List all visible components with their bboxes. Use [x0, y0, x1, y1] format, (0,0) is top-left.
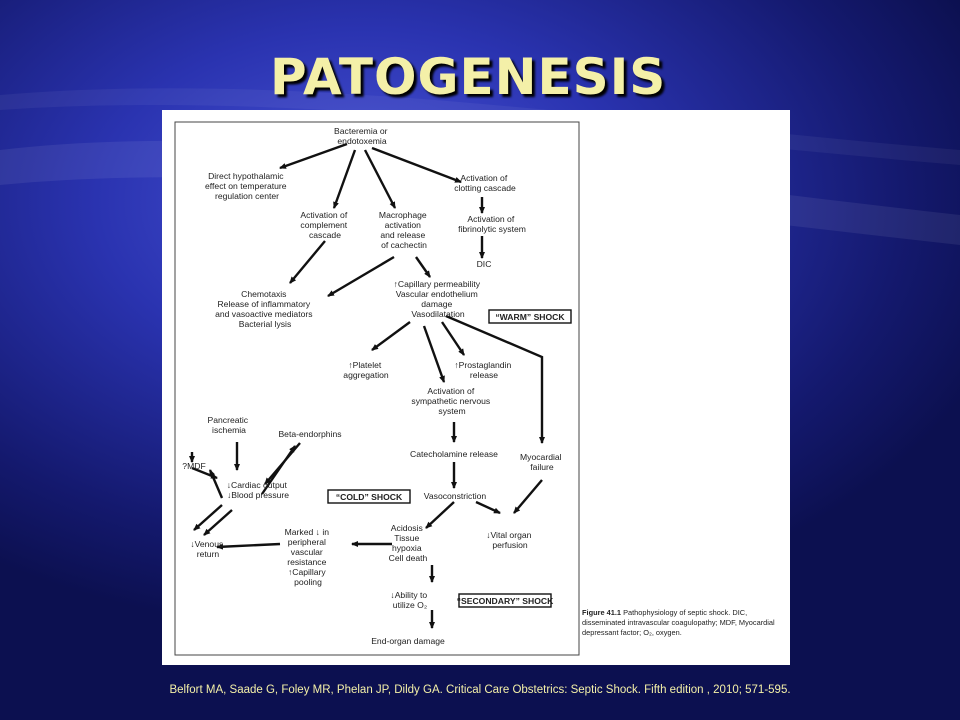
figure-caption: Figure 41.1 Pathophysiology of septic sh… [582, 608, 787, 638]
node-catecholamine: Catecholamine release [410, 449, 498, 459]
node-macrophage: Macrophage activation and release of cac… [379, 210, 429, 250]
node-bacteremia: Bacteremia or endotoxemia [334, 126, 390, 146]
node-marked: Marked ↓ in peripheral vascular resistan… [285, 527, 332, 587]
node-prostaglandin: ↑Prostaglandin release [454, 360, 513, 380]
node-chemotaxis: Chemotaxis Release of inflammatory and v… [215, 289, 315, 329]
node-vital: ↓Vital organ perfusion [486, 530, 534, 550]
node-ability: ↓Ability to utilize O₂ [390, 590, 429, 610]
node-dic: DIC [477, 259, 492, 269]
node-beta: Beta-endorphins [278, 429, 341, 439]
node-fibrinolytic: Activation of fibrinolytic system [458, 214, 526, 234]
node-hypothalamic: Direct hypothalamic effect on temperatur… [205, 171, 289, 201]
citation: Belfort MA, Saade G, Foley MR, Phelan JP… [169, 684, 791, 696]
node-complement: Activation of complement cascade [300, 210, 349, 240]
caption-label: Figure 41.1 [582, 608, 622, 617]
node-acidosis: Acidosis Tissue hypoxia Cell death [389, 523, 428, 563]
node-clotting: Activation of clotting cascade [454, 173, 516, 193]
node-cardiac: ↓Cardiac output ↓Blood pressure [227, 480, 290, 500]
flow-arrows [189, 142, 545, 629]
caption-text: Pathophysiology of septic shock. DIC, di… [582, 608, 775, 637]
node-secondary-shock: “SECONDARY” SHOCK [457, 596, 554, 606]
node-warm-shock: “WARM” SHOCK [495, 312, 565, 322]
node-mdf: ?MDF [182, 461, 205, 471]
node-sympathetic: Activation of sympathetic nervous system [411, 386, 492, 416]
septic-shock-flowchart: Bacteremia or endotoxemia Direct hypotha… [174, 121, 580, 656]
node-vasoconstriction: Vasoconstriction [424, 491, 487, 501]
figure-panel: Bacteremia or endotoxemia Direct hypotha… [162, 110, 790, 665]
node-cold-shock: “COLD” SHOCK [336, 492, 403, 502]
slide-title: PATOGENESIS [270, 48, 667, 106]
node-venous: ↓Venous return [190, 539, 225, 559]
node-capillary: ↑Capillary permeability Vascular endothe… [394, 279, 483, 319]
node-platelet: ↑Platelet aggregation [343, 360, 389, 380]
node-endorgan: End-organ damage [371, 636, 445, 646]
node-myocardial: Myocardial failure [520, 452, 564, 472]
node-pancreatic: Pancreatic ischemia [208, 415, 251, 435]
